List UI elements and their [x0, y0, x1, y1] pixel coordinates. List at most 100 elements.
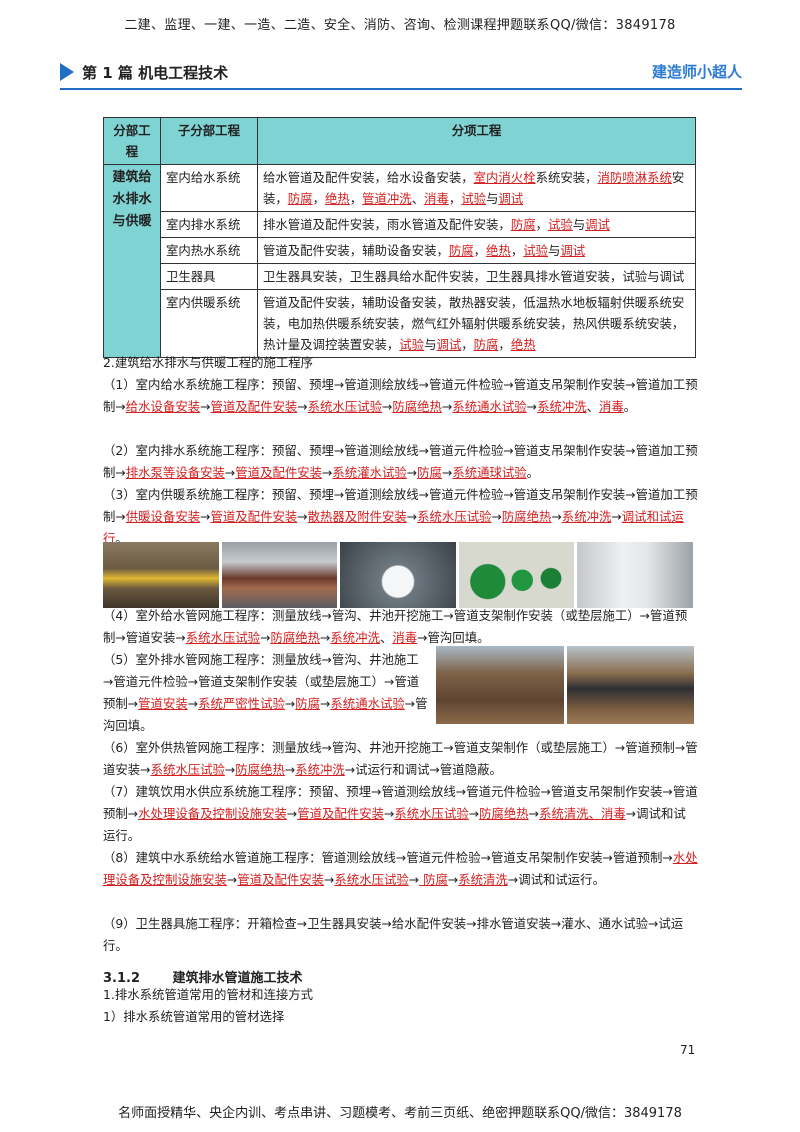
key-term: 防腐: [448, 243, 474, 258]
items-cell: 管道及配件安装，辅助设备安装，防腐，绝热，试验与调试: [257, 237, 696, 264]
paragraph-6: （6）室外供热管网施工程序：测量放线→管沟、井池开挖施工→管道支架制作（或垫层施…: [103, 737, 698, 781]
text-run: →: [406, 465, 418, 480]
key-term: 系统水压试验: [334, 872, 409, 887]
ceiling-pipes-photo: [221, 542, 338, 608]
text-run: 与: [486, 191, 499, 206]
subdivision-cell: 室内热水系统: [160, 237, 258, 264]
key-term: 防腐: [510, 217, 536, 232]
col-header: 分项工程: [257, 117, 696, 165]
key-term: 系统通球试验: [452, 465, 527, 480]
section-3-1-2-heading: 3.1.2 建筑排水管道施工技术: [103, 967, 303, 986]
key-term: 管道及配件安装: [237, 872, 325, 887]
pipe-flushing-photo: [340, 542, 456, 608]
key-term: 管道及配件安装: [210, 509, 298, 524]
text-run: ，: [312, 191, 325, 206]
key-term: 绝热: [510, 337, 536, 352]
text-run: →: [320, 696, 331, 711]
text-run: 给水管道及配件安装，给水设备安装，: [263, 170, 474, 185]
footer-banner: 名师面授精华、央企内训、考点串讲、习题模考、考前三页纸、绝密押题联系QQ/微信：…: [118, 1106, 682, 1121]
key-term: 消毒: [599, 399, 624, 414]
key-term: 管道及配件安装: [297, 806, 384, 821]
text-run: （7）建筑饮用水供应系统施工程序：预留、预埋→管道测绘放线→管道元件检验→管道支…: [103, 784, 698, 821]
table-row: 室内排水系统排水管道及配件安装，雨水管道及配件安装，防腐，试验与调试: [104, 211, 696, 238]
key-term: 系统水压试验: [185, 630, 261, 645]
key-term: 防腐: [295, 696, 321, 711]
page-header: 第 1 篇 机电工程技术 建造师小超人: [60, 60, 742, 86]
text-run: （5）室外排水管网施工程序：测量放线→管沟、井池施工→管道元件检验→管道支架制作…: [103, 652, 420, 711]
text-run: 管道及配件安装，辅助设备安装，散热器安装，低温热水地板辐射供暖系统安装，电加热供…: [263, 295, 685, 352]
key-term: 系统水压试验: [307, 399, 382, 414]
text-run: →试运行和调试→管道隐蔽。: [344, 762, 502, 777]
key-term: 管道安装: [138, 696, 188, 711]
key-term: 试验: [461, 191, 487, 206]
work-breakdown-table: 分部工程 子分部工程 分项工程 建筑给水排水与供暖室内给水系统给水管道及配件安装…: [103, 117, 696, 358]
key-term: 系统通水试验: [330, 696, 405, 711]
text-run: →: [611, 509, 622, 524]
text-run: →: [383, 806, 395, 821]
key-term: 调试: [560, 243, 586, 258]
text-run: →: [468, 806, 480, 821]
text-run: →: [441, 465, 453, 480]
subdivision-cell: 室内排水系统: [160, 211, 258, 238]
trench-photos: [436, 646, 694, 724]
items-cell: 卫生器具安装，卫生器具给水配件安装，卫生器具排水管道安装，试验与调试: [257, 263, 696, 290]
text-run: 系统安装，: [535, 170, 598, 185]
table-row: 室内供暖系统管道及配件安装，辅助设备安装，散热器安装，低温热水地板辐射供暖系统安…: [104, 289, 696, 358]
text-run: 卫生器具安装，卫生器具给水配件安装，卫生器具排水管道安装，试验与调试: [263, 269, 685, 284]
text-run: →: [260, 630, 271, 645]
key-term: 防腐绝热: [501, 509, 552, 524]
text-run: 、: [379, 630, 393, 645]
pipe-trench-photo: [566, 646, 694, 724]
key-term: 系统严密性试验: [198, 696, 285, 711]
key-term: 管道及配件安装: [210, 399, 298, 414]
text-run: →管沟回填。: [417, 630, 490, 645]
text-run: →: [447, 872, 459, 887]
subheading-2: 1）排水系统管道常用的管材选择: [103, 1009, 285, 1024]
table-row: 卫生器具卫生器具安装，卫生器具给水配件安装，卫生器具排水管道安装，试验与调试: [104, 263, 696, 290]
paragraph-2: （2）室内排水系统施工程序：预留、预埋→管道测绘放线→管道元件检验→管道支吊架制…: [103, 440, 698, 484]
page-number: 71: [680, 1043, 696, 1057]
key-term: 防腐绝热: [235, 762, 285, 777]
text-run: →: [528, 806, 540, 821]
key-term: 试验: [547, 217, 573, 232]
text-run: （9）卫生器具施工程序：开箱检查→卫生器具安装→给水配件安装→排水管道安装→灌水…: [103, 916, 684, 953]
key-term: 系统水压试验: [394, 806, 469, 821]
key-term: 散热器及附件安装: [307, 509, 407, 524]
key-term: 管道及配件安装: [235, 465, 323, 480]
rebar-site-photo: [103, 542, 219, 608]
text-run: →: [441, 399, 453, 414]
key-term: 系统灌水试验: [332, 465, 407, 480]
key-term: 防腐: [419, 872, 448, 887]
key-term: 排水泵等设备安装: [125, 465, 225, 480]
key-term: 调试: [585, 217, 610, 232]
text-run: →: [187, 696, 199, 711]
section-title: 建筑排水管道施工技术: [172, 971, 303, 986]
key-term: 系统冲洗: [295, 762, 345, 777]
text-run: 、: [586, 399, 600, 414]
text-run: 与: [572, 217, 586, 232]
items-cell: 管道及配件安装，辅助设备安装，散热器安装，低温热水地板辐射供暖系统安装，电加热供…: [257, 289, 696, 358]
paragraph-3: （3）室内供暖系统施工程序：预留、预埋→管道测绘放线→管道元件检验→管道支吊架制…: [103, 484, 698, 550]
text-run: ，: [473, 243, 487, 258]
table-row: 室内热水系统管道及配件安装，辅助设备安装，防腐，绝热，试验与调试: [104, 237, 696, 264]
key-term: 防腐绝热: [392, 399, 442, 414]
key-term: 系统冲洗: [561, 509, 612, 524]
text-run: →: [284, 696, 296, 711]
key-term: 系统清洗、消毒: [539, 806, 626, 821]
brand-name: 建造师小超人: [651, 63, 742, 81]
key-term: 防腐绝热: [479, 806, 529, 821]
key-term: 系统清洗: [458, 872, 508, 887]
text-run: →: [406, 509, 418, 524]
text-run: 。: [526, 465, 540, 480]
subdivision-cell: 室内供暖系统: [160, 289, 258, 358]
subdivision-cell: 室内给水系统: [160, 164, 258, 212]
top-banner: 二建、监理、一建、一造、二造、安全、消防、咨询、检测课程押题联系QQ/微信：38…: [124, 18, 676, 33]
text-run: →: [284, 762, 296, 777]
text-run: →调试和试运行。: [507, 872, 605, 887]
text-run: ，: [349, 191, 363, 206]
text-run: 管道及配件安装，辅助设备安装，: [263, 243, 449, 258]
header-rule: [60, 88, 742, 90]
text-run: ，: [498, 337, 511, 352]
col-header: 子分部工程: [160, 117, 258, 165]
key-term: 防腐: [473, 337, 499, 352]
